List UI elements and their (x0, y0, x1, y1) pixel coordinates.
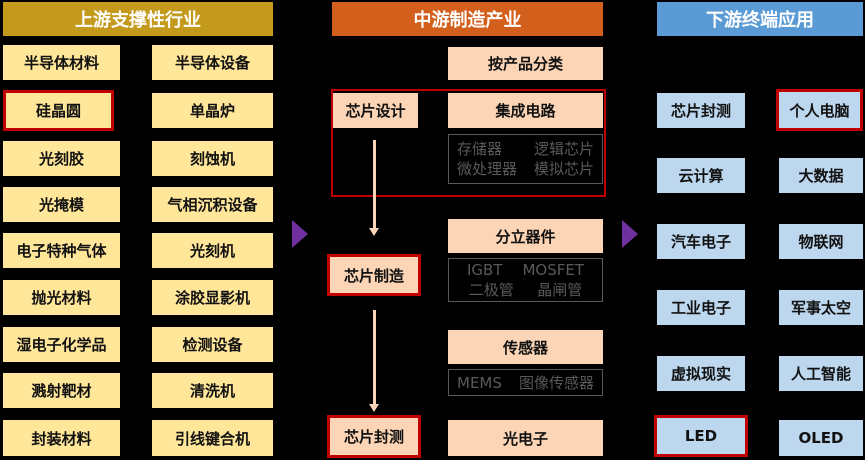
downstream-header: 下游终端应用 (657, 2, 863, 36)
ic-sub-analog: 模拟芯片 (533, 160, 594, 178)
optoelectronics-category: 光电子 (448, 420, 603, 456)
upstream-item-inspection-equipment: 检测设备 (152, 327, 273, 362)
sensor-sub-mems: MEMS (457, 373, 502, 392)
flow-arrow-icon (292, 220, 308, 248)
flow-arrow-icon (622, 220, 638, 248)
upstream-item-electronic-gas: 电子特种气体 (3, 233, 120, 268)
midstream-header: 中游制造产业 (332, 2, 603, 36)
discrete-sub-thyristor: 晶闸管 (537, 281, 583, 299)
downstream-item-big-data: 大数据 (779, 158, 863, 193)
upstream-item-wire-bonder: 引线键合机 (152, 420, 273, 456)
downstream-item-military-aerospace: 军事太空 (779, 290, 863, 325)
downstream-item-industrial-electronics: 工业电子 (657, 290, 745, 325)
downstream-item-oled: OLED (779, 420, 863, 456)
downstream-item-automotive-electronics: 汽车电子 (657, 224, 745, 259)
ic-category: 集成电路 (448, 93, 603, 128)
downstream-item-cloud-computing: 云计算 (657, 158, 745, 193)
upstream-item-crystal-furnace: 单晶炉 (152, 93, 273, 128)
ic-sub-memory: 存储器 (457, 140, 503, 158)
upstream-item-cvd-equipment: 气相沉积设备 (152, 187, 273, 222)
downstream-item-chip-packaging: 芯片封测 (657, 93, 745, 128)
ic-subtypes: 存储器 逻辑芯片 微处理器 模拟芯片 (448, 134, 603, 184)
upstream-item-semiconductor-equipment: 半导体设备 (152, 45, 273, 80)
upstream-item-wet-chemicals: 湿电子化学品 (3, 327, 120, 362)
flow-arrow-line (373, 140, 376, 228)
downstream-item-led: LED (654, 415, 748, 457)
classify-by-product: 按产品分类 (448, 47, 603, 80)
chip-design-group-frame (331, 89, 606, 197)
upstream-item-lithography-machine: 光刻机 (152, 233, 273, 268)
downstream-item-iot: 物联网 (779, 224, 863, 259)
step-chip-manufacturing: 芯片制造 (327, 254, 421, 296)
discrete-sub-mosfet: MOSFET (522, 261, 585, 279)
sensor-sub-image: 图像传感器 (518, 373, 594, 392)
step-chip-packaging-testing: 芯片封测 (327, 415, 421, 458)
upstream-header: 上游支撑性行业 (3, 2, 273, 36)
upstream-item-photomask: 光掩模 (3, 187, 120, 222)
upstream-item-coater-developer: 涂胶显影机 (152, 280, 273, 315)
upstream-item-packaging-materials: 封装材料 (3, 420, 120, 456)
downstream-item-personal-computer: 个人电脑 (776, 89, 863, 131)
discrete-subtypes: IGBT MOSFET 二极管 晶闸管 (448, 258, 603, 302)
ic-sub-microprocessor: 微处理器 (457, 160, 518, 178)
downstream-item-virtual-reality: 虚拟现实 (657, 356, 745, 391)
discrete-sub-igbt: IGBT (466, 261, 503, 279)
upstream-item-photoresist: 光刻胶 (3, 141, 120, 176)
upstream-item-etching-machine: 刻蚀机 (152, 141, 273, 176)
discrete-sub-diode: 二极管 (468, 281, 514, 299)
upstream-item-silicon-wafer: 硅晶圆 (3, 90, 114, 131)
upstream-item-sputtering-targets: 溅射靶材 (3, 373, 120, 408)
downstream-item-ai: 人工智能 (779, 356, 863, 391)
step-chip-design: 芯片设计 (333, 93, 418, 128)
sensor-subtypes: MEMS 图像传感器 (448, 369, 603, 396)
flow-arrow-icon (369, 404, 379, 412)
upstream-item-semiconductor-materials: 半导体材料 (3, 45, 120, 80)
sensor-category: 传感器 (448, 330, 603, 364)
upstream-item-polishing-materials: 抛光材料 (3, 280, 120, 315)
upstream-item-cleaning-machine: 清洗机 (152, 373, 273, 408)
discrete-category: 分立器件 (448, 219, 603, 253)
ic-sub-logic: 逻辑芯片 (533, 140, 594, 158)
flow-arrow-line (373, 310, 376, 404)
flow-arrow-icon (369, 228, 379, 236)
